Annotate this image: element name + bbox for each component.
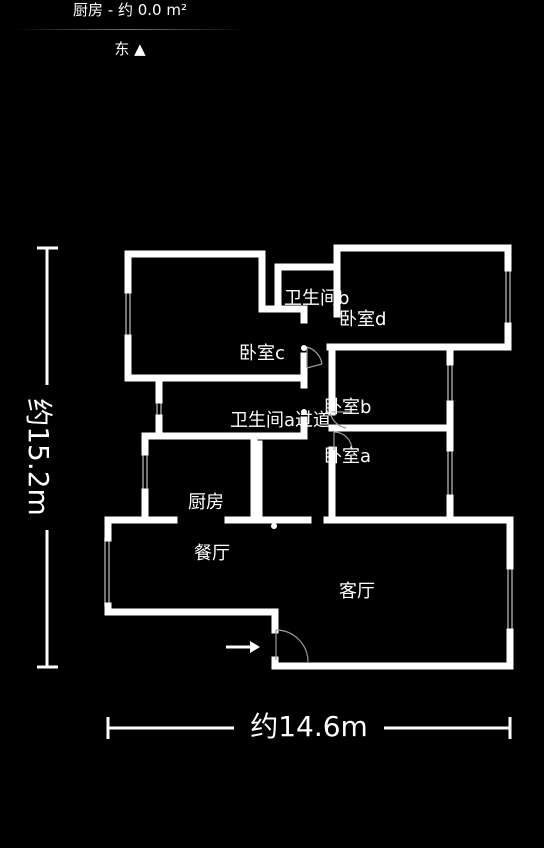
entrance-arrow-icon (226, 641, 260, 653)
page-title: 厨房 - 约 0.0 m² (73, 1, 187, 19)
window-bedroom-b (447, 362, 453, 404)
height-dimension-label: 约15.2m (22, 398, 55, 516)
room-label-bedroom-b: 卧室b (324, 397, 371, 418)
header-divider (14, 29, 246, 30)
wall-bathroom-b (274, 263, 340, 310)
room-label-dining: 餐厅 (194, 543, 230, 564)
window-bedroom-a (447, 448, 453, 498)
window-kitchen (142, 452, 148, 492)
room-labels: 卫生间b 卧室d 卧室c 卧室b 卫生间a过道 卧室a 厨房 餐厅 客厅 (188, 288, 386, 602)
room-label-living: 客厅 (339, 581, 375, 602)
compass-indicator: 东 ▲ (114, 40, 146, 58)
wall-bedroom-d (333, 244, 512, 318)
window-dining (104, 538, 110, 606)
door-bedroom-c (306, 346, 323, 369)
wall-bathroom-a-bottom (141, 416, 308, 456)
room-label-kitchen: 厨房 (188, 492, 224, 513)
wall-bedroom-c-left-lower (124, 334, 308, 382)
window-bedroom-c (125, 290, 131, 338)
door-stop (301, 409, 307, 415)
width-dimension (106, 717, 512, 739)
door-entrance (275, 629, 309, 663)
door-stops (271, 345, 307, 529)
width-dimension-label: 约14.6m (250, 710, 368, 743)
wall-dining-bottom (104, 602, 279, 634)
window-living (507, 566, 513, 632)
room-label-bathroom-b: 卫生间b (284, 288, 349, 309)
wall-bedroom-d-bottom (326, 322, 512, 351)
doors (275, 346, 353, 663)
room-label-bathroom-a-corridor: 卫生间a过道 (230, 410, 331, 431)
door-stop (271, 523, 277, 529)
door-bathroom-a (329, 411, 350, 429)
window-bedroom-d (505, 268, 511, 326)
door-bedroom-a (333, 431, 353, 451)
room-label-bedroom-c: 卧室c (239, 343, 285, 364)
walls (104, 244, 514, 670)
room-label-bedroom-a: 卧室a (324, 446, 371, 467)
wall-living-bottom (271, 628, 514, 670)
height-dimension (37, 246, 58, 669)
room-label-bedroom-d: 卧室d (339, 309, 386, 330)
door-stop (301, 345, 307, 351)
